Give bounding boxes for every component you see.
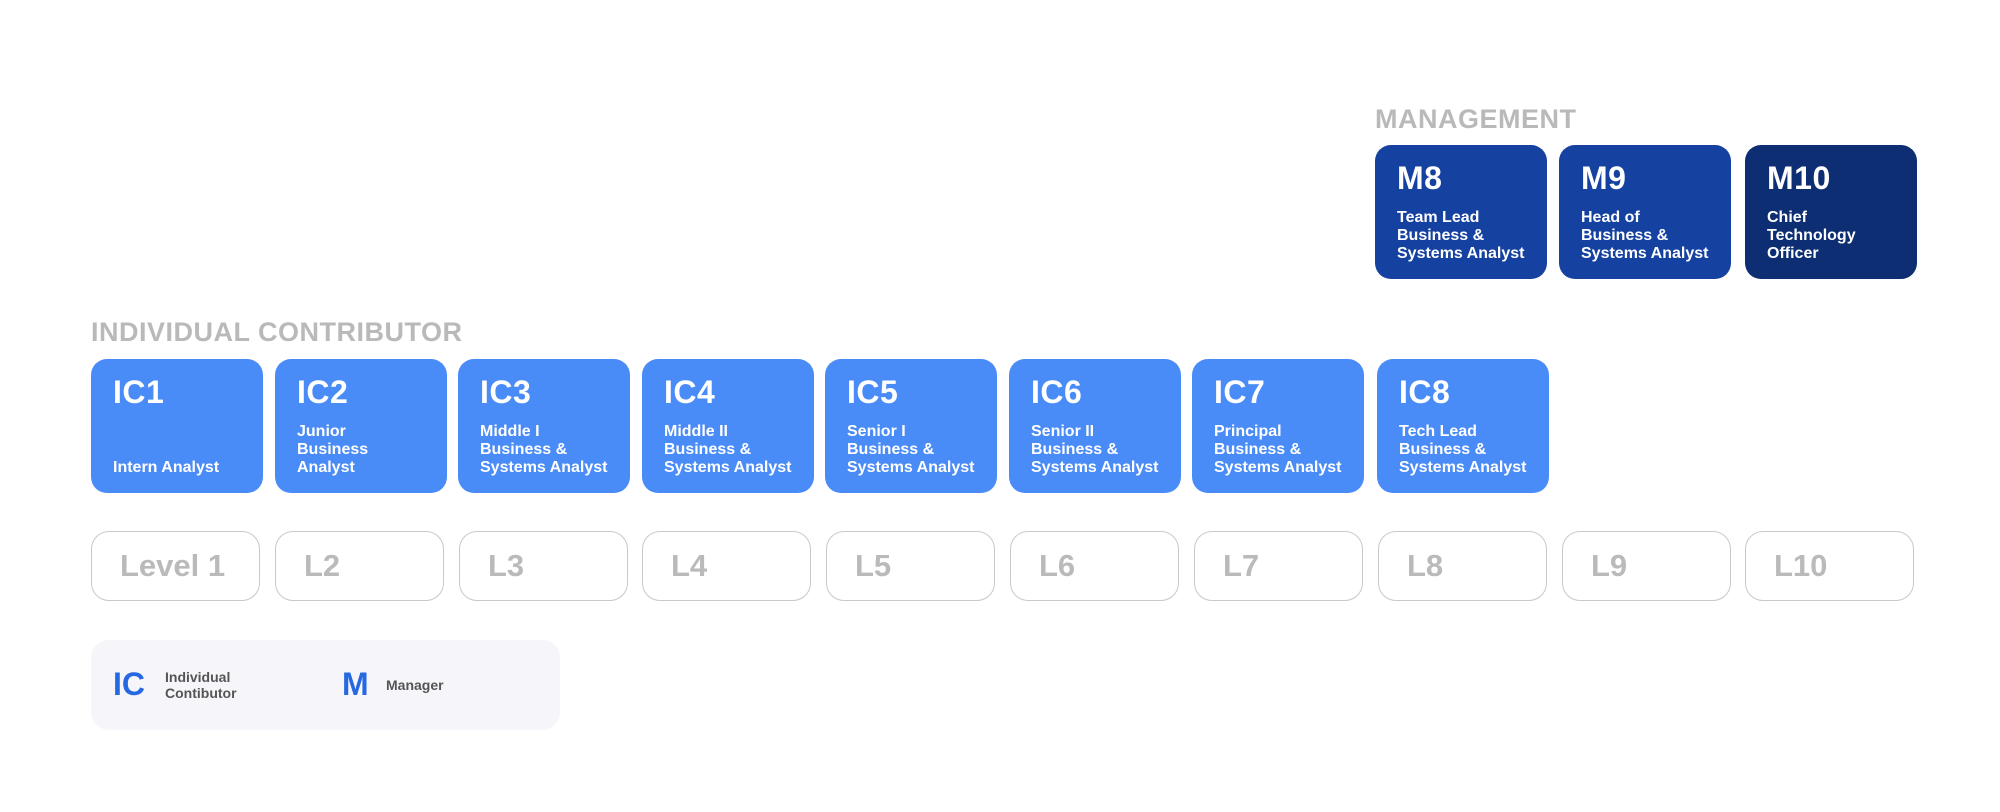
card-ic5: IC5 Senior I Business & Systems Analyst [825,359,997,493]
card-code: IC3 [480,374,532,410]
card-role: Team Lead Business & Systems Analyst [1397,209,1525,262]
level-label: L3 [488,548,525,583]
card-m8: M8 Team Lead Business & Systems Analyst [1375,145,1547,279]
legend-ic-mark: IC [113,666,145,702]
card-ic1: IC1 Intern Analyst [91,359,263,493]
card-role: Tech Lead Business & Systems Analyst [1399,423,1527,476]
level-label: Level 1 [120,548,226,583]
card-ic7: IC7 Principal Business & Systems Analyst [1192,359,1364,493]
card-code: IC7 [1214,374,1266,410]
legend-ic-label: Individual Contibutor [165,669,237,701]
card-code: M9 [1581,160,1627,196]
level-box-6: L6 [1010,531,1179,601]
level-box-3: L3 [459,531,628,601]
card-ic2: IC2 Junior Business Analyst [275,359,447,493]
level-label: L8 [1407,548,1444,583]
card-ic4: IC4 Middle II Business & Systems Analyst [642,359,814,493]
card-code: IC2 [297,374,349,410]
level-box-2: L2 [275,531,444,601]
level-label: L10 [1774,548,1828,583]
ic-section-title: INDIVIDUAL CONTRIBUTOR [91,317,463,347]
level-box-8: L8 [1378,531,1547,601]
level-box-10: L10 [1745,531,1914,601]
level-box-5: L5 [826,531,995,601]
level-label: L4 [671,548,708,583]
card-code: IC8 [1399,374,1451,410]
card-role: Middle I Business & Systems Analyst [480,423,608,476]
card-role: Intern Analyst [113,459,220,476]
card-role: Senior II Business & Systems Analyst [1031,423,1159,476]
level-box-1: Level 1 [91,531,260,601]
card-role: Chief Technology Officer [1767,209,1856,262]
legend-m-mark: M [342,666,369,702]
level-box-9: L9 [1562,531,1731,601]
level-box-7: L7 [1194,531,1363,601]
card-role: Middle II Business & Systems Analyst [664,423,792,476]
level-box-4: L4 [642,531,811,601]
card-code: IC1 [113,374,165,410]
card-ic3: IC3 Middle I Business & Systems Analyst [458,359,630,493]
card-ic8: IC8 Tech Lead Business & Systems Analyst [1377,359,1549,493]
card-role: Head of Business & Systems Analyst [1581,209,1709,262]
level-label: L2 [304,548,341,583]
legend: IC Individual Contibutor M Manager [91,640,560,730]
level-label: L6 [1039,548,1076,583]
card-code: M8 [1397,160,1443,196]
card-role: Senior I Business & Systems Analyst [847,423,975,476]
card-role: Principal Business & Systems Analyst [1214,423,1342,476]
card-code: IC5 [847,374,899,410]
card-role: Junior Business Analyst [297,423,369,476]
card-m9: M9 Head of Business & Systems Analyst [1559,145,1731,279]
level-label: L7 [1223,548,1260,583]
card-ic6: IC6 Senior II Business & Systems Analyst [1009,359,1181,493]
card-m10: M10 Chief Technology Officer [1745,145,1917,279]
card-code: IC6 [1031,374,1083,410]
management-section-title: MANAGEMENT [1375,104,1577,134]
level-label: L9 [1591,548,1628,583]
level-label: L5 [855,548,892,583]
card-code: M10 [1767,160,1831,196]
legend-m-label: Manager [386,677,444,693]
card-code: IC4 [664,374,716,410]
